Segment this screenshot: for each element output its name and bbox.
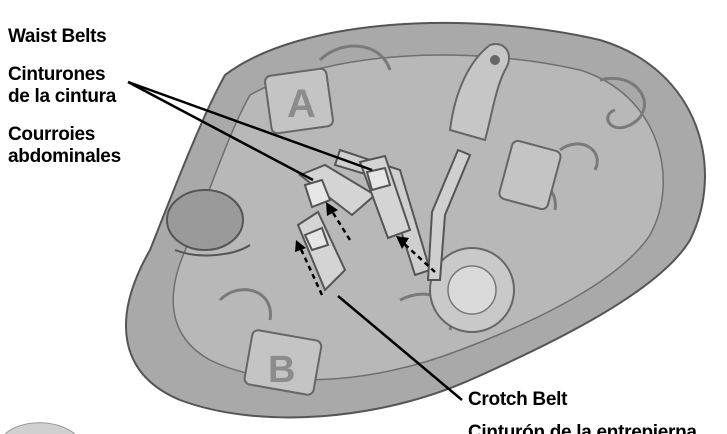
seat-cushion [173, 55, 663, 380]
label-waist-belts-es: Cinturones de la cintura [8, 64, 116, 108]
block-b-letter: B [268, 349, 295, 391]
block-b-pattern: B [244, 329, 322, 395]
block-a-pattern: A [264, 68, 333, 134]
label-crotch-belt-en: Crotch Belt [468, 389, 567, 411]
label-waist-belts-fr: Courroies abdominales [8, 124, 121, 168]
label-crotch-belt-es: Cinturón de la entrepierna [468, 422, 697, 434]
logo-fragment [5, 423, 75, 434]
block-a-letter: A [287, 82, 316, 126]
label-waist-belts-en: Waist Belts [8, 26, 106, 48]
flower-pattern [430, 248, 514, 332]
